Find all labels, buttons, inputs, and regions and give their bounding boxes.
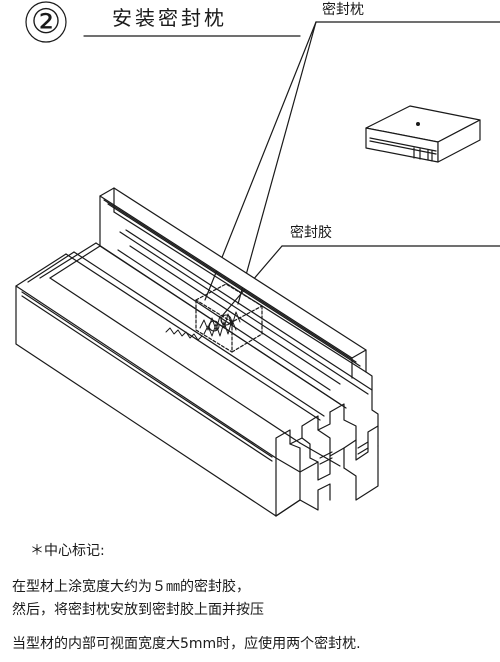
note-line: 然后，将密封枕安放到密封胶上面并按压 bbox=[12, 602, 264, 618]
profile-upper-flange bbox=[99, 187, 367, 359]
step-circle bbox=[25, 1, 67, 43]
note-heading: ＊中心标记: bbox=[30, 543, 105, 559]
note-line: 在型材上涂宽度大约为５㎜的密封胶， bbox=[12, 579, 250, 595]
pillow-leader bbox=[204, 21, 500, 305]
sealant-leader bbox=[221, 245, 500, 317]
sealant-bead bbox=[165, 311, 241, 341]
note-line: 当型材的内部可视面宽度大5mm时，应使用两个密封枕. bbox=[12, 636, 361, 652]
page-title: 安装密封枕 bbox=[112, 6, 227, 30]
aluminum-profile bbox=[15, 187, 379, 517]
pillow-location-box bbox=[195, 283, 263, 353]
callout-sealant: 密封胶 bbox=[290, 225, 332, 241]
step-number: ② bbox=[30, 2, 62, 42]
profile-end-section bbox=[275, 371, 379, 517]
sealing-pillow-block bbox=[365, 105, 481, 163]
callout-sealing-pillow: 密封枕 bbox=[322, 2, 364, 18]
